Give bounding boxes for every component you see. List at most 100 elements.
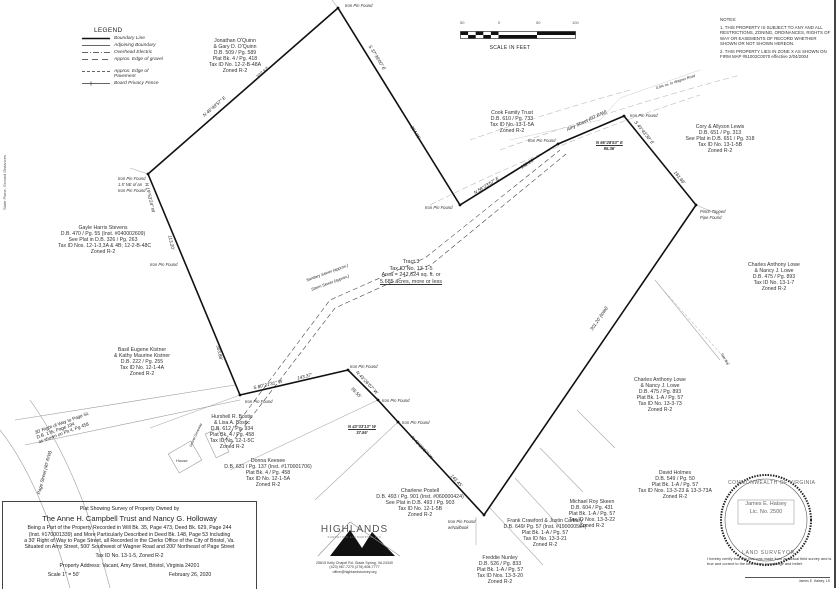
legend-label: Overhead Electric	[114, 50, 153, 55]
tract-area: Area = 247,624 sq. ft. or	[381, 272, 441, 278]
adjoiner-line: D.B. 649/ Pg. 57 (Inst. #190000564)	[503, 524, 587, 530]
title-owners: The Anne H. Campbell Trust and Nancy G. …	[42, 514, 217, 524]
scale-tick: 100	[572, 20, 579, 25]
adjoiner-label: Basil Eugene Kistner& Kathy Maurine Kist…	[97, 347, 187, 377]
company-phone: (423) 967-7270 (276) 608-7777	[329, 565, 380, 570]
corner-monuments	[146, 6, 698, 517]
legend-item-pavement: Approx. Edge of Pavement	[82, 69, 182, 81]
adjoiner-line: Zoned R-2	[487, 579, 513, 585]
adjoiner-line: David Holmes	[658, 470, 692, 476]
scale-ticks: 50 0 50 100	[460, 20, 580, 26]
boundary-line	[147, 6, 697, 517]
monument-label: Iron Pin Found	[245, 399, 273, 404]
note-1: 1. THIS PROPERTY IS SUBJECT TO ANY AND A…	[720, 25, 831, 46]
call-bearing: N 43°33'13" W	[348, 424, 376, 429]
tract-name: Tract 3	[402, 259, 420, 265]
monument-label: Iron Pin Found	[402, 420, 430, 425]
monument-label-pinch: Pinch Topped Pipe Found	[700, 209, 725, 221]
adjoiner-line: Michael Roy Skeen	[569, 499, 615, 505]
adjoiner-line: Charles Anthony Lowe	[634, 377, 686, 383]
company-name: HIGHLANDS	[320, 524, 389, 535]
legend: LEGEND Boundary Line Adjoining Boundary …	[82, 27, 182, 88]
adjoiner-line: & Kathy Maurine Kistner	[114, 353, 170, 359]
line: w/Nailbook	[448, 525, 469, 530]
legend-item-boundary: Boundary Line	[82, 36, 182, 43]
line: Iron Pin Found	[118, 176, 146, 181]
side-note: State Plane, Ground Distances	[2, 155, 7, 210]
call-label-hi: N 43°33'13" W 37.56'	[348, 424, 376, 436]
seal-center: James E. Halsey Lic. No. 2500	[718, 500, 814, 516]
call-bearing: N 66°28'53" E	[596, 140, 623, 145]
adjoiner-line: See Plat in D.B. 651 / Pg. 318	[685, 136, 755, 142]
seal-top: COMMONWEALTH OF VIRGINIA	[728, 480, 816, 486]
tract-acres: 5.685 acres, more or less	[380, 278, 443, 285]
legend-item-gravel: Approx. Edge of gravel	[82, 57, 182, 69]
legend-item-adjoining: Adjoining Boundary	[82, 43, 182, 50]
adjoiner-line: Gayle Harris Stevens	[78, 225, 128, 231]
title-address: Property Address: Vacant, Amy Street, Br…	[59, 562, 200, 569]
adjoiner-line: Hurshell R. Bostic	[211, 414, 253, 420]
adjoiner-line: Tax ID No. 12-2-B-48A	[208, 62, 262, 68]
adjoiner-line: Tax ID No. 13-3-73	[638, 401, 682, 407]
adjoiner-line: Tax ID Nos. 13-3-22	[568, 517, 616, 523]
legend-label: Approx. Edge of gravel	[114, 57, 163, 62]
title-scale-date: Scale 1" = 50' February 26, 2020	[3, 572, 256, 578]
adjoiner-line: Tax ID No. 12-1-5A	[245, 476, 291, 482]
title-tax-id: Tax ID No. 13-1-5, Zoned R-2	[95, 553, 164, 560]
adjoiner-line: & Lisa A. Bostic	[213, 420, 251, 426]
signature: James E. Halsey, LS	[745, 577, 830, 583]
adjoiner-line: Zoned R-2	[647, 407, 673, 413]
notes: NOTES: 1. THIS PROPERTY IS SUBJECT TO AN…	[720, 17, 832, 62]
seal-name: James E. Halsey	[745, 501, 787, 507]
note-2: 2. THIS PROPERTY LIES IN ZONE X AS SHOWN…	[720, 49, 827, 60]
adjoiner-line: Donna Keesee	[250, 458, 286, 464]
adjoiner-line: D.B. 610 / Pg. 733	[490, 116, 534, 122]
certification: I hereby certify that this plat was made…	[707, 556, 832, 566]
monument-label: Iron Pin Found	[630, 113, 658, 118]
legend-item-fence: Board Privacy Fence	[82, 81, 182, 88]
adjoiner-line: Tax ID No. 12-1-5B	[397, 506, 443, 512]
adjoining-boundaries	[129, 0, 721, 566]
adjoiner-line: Tax ID No. 12-1-4A	[119, 365, 165, 371]
title-description-line: (Inst. #170001339) and More Particularly…	[28, 531, 231, 538]
title-description-line: a 30' Right of Way to Page Street, all R…	[24, 537, 235, 544]
adjoiner-line: See Plat in D.B. 493 / Pg. 903	[385, 500, 455, 506]
adjoiner-line: Plat Bk. 1-A / Pg. 57	[476, 567, 524, 573]
adjoiner-line: Tax ID No. 13-1-5A	[489, 122, 535, 128]
adjoiner-line: Zoned R-2	[129, 371, 155, 377]
monument-label: Iron Pin Found	[425, 205, 453, 210]
company-address: 25815 Kelly Chapel Rd. Glade Spring, VA …	[315, 561, 394, 565]
page-street	[0, 384, 241, 588]
adjoiner-line: Freddie Nunley	[482, 555, 518, 561]
adjoiner-line: D.B. 493 / Pg. 901 (Inst. #060000424)	[376, 494, 464, 500]
scale-bar: 50 0 50 100 SCALE IN FEET	[460, 20, 580, 51]
call-distance: 37.56'	[356, 430, 368, 435]
legend-label: Adjoining Boundary	[114, 43, 156, 48]
adjoiner-line: D.B. 509 / Pg. 589	[213, 50, 257, 56]
line: Pipe Found	[700, 215, 722, 220]
house-label: House	[176, 458, 188, 463]
scale-tick: 50	[536, 20, 541, 25]
adjoiner-line: Tax ID No. 12-1-5C	[209, 438, 255, 444]
line: Iron Pin Found	[448, 519, 476, 524]
monument-label: Iron Pin Found	[345, 3, 373, 8]
company-email: office@highlandssurvey.org	[332, 569, 377, 574]
title-description-line: Situated on Amy Street, 500' Southwest o…	[24, 544, 235, 551]
title-date: February 26, 2020	[168, 572, 212, 579]
company-logo: HIGHLANDS SURVEYING and MAPPING LLC 2581…	[277, 524, 432, 574]
adjoiner-line: D.B. 475 / Pg. 893	[752, 274, 796, 280]
scale-tick: 0	[498, 20, 501, 25]
company-sub: SURVEYING and MAPPING LLC	[327, 535, 382, 539]
title-block: Plat Showing Survey of Property Owned by…	[2, 501, 257, 589]
adjoiner-line: Zoned R-2	[579, 523, 605, 529]
adjoiner-line: D.B. 651 / Pg. 313	[698, 130, 742, 136]
legend-label: Board Privacy Fence	[114, 81, 159, 86]
scale-tick: 50	[460, 20, 465, 25]
legend-label: Boundary Line	[114, 36, 145, 41]
